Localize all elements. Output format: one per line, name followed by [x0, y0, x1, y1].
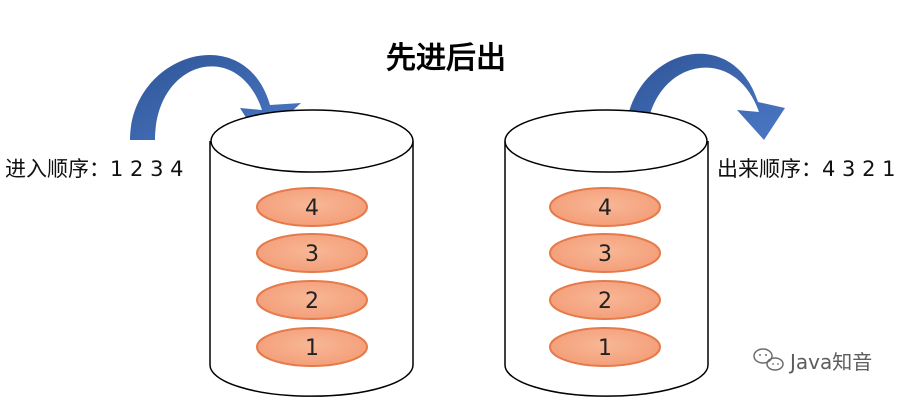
- stack-item-4-label: 4: [598, 196, 612, 221]
- page-title: 先进后出: [386, 41, 506, 76]
- right-stack-container: 4 3 2 1: [504, 109, 709, 397]
- stack-item-4: 4: [549, 187, 661, 227]
- stack-item-3-label: 3: [305, 242, 319, 267]
- stack-item-1-label: 1: [305, 336, 319, 361]
- stack-item-4: 4: [256, 187, 368, 227]
- stack-item-3: 3: [549, 233, 661, 273]
- stack-item-3: 3: [256, 233, 368, 273]
- pop-sequence-label: 出来顺序：4 3 2 1: [717, 157, 895, 181]
- stack-item-1: 1: [256, 327, 368, 367]
- pop-arrow-icon: [625, 53, 785, 140]
- left-stack-container: 4 3 2 1: [209, 109, 414, 397]
- stack-item-4-label: 4: [305, 196, 319, 221]
- watermark-text: Java知音: [788, 350, 872, 374]
- watermark: Java知音: [753, 348, 872, 374]
- stack-item-3-label: 3: [598, 242, 612, 267]
- stack-item-1-label: 1: [598, 336, 612, 361]
- stack-item-2: 2: [256, 280, 368, 320]
- stack-item-2: 2: [549, 280, 661, 320]
- stack-item-1: 1: [549, 327, 661, 367]
- wechat-icon: [753, 348, 784, 371]
- push-sequence-label: 进入顺序：1 2 3 4: [5, 157, 183, 181]
- stack-item-2-label: 2: [305, 289, 319, 314]
- stack-item-2-label: 2: [598, 289, 612, 314]
